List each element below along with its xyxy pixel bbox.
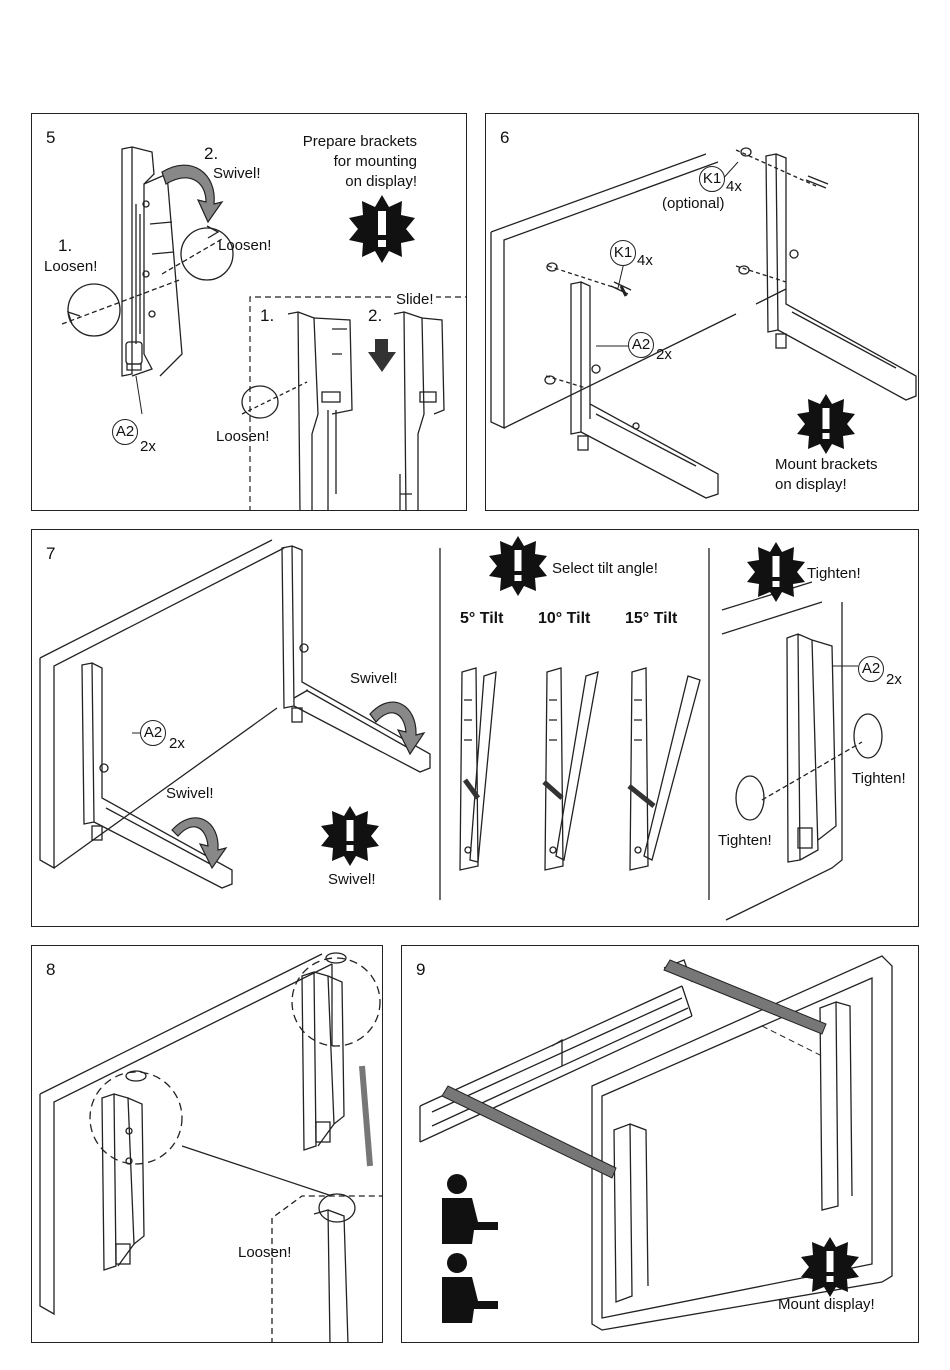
inset-loosen-label: Loosen! bbox=[216, 427, 269, 446]
tilt-5-label: 5° Tilt bbox=[460, 610, 503, 628]
warning-burst-icon bbox=[797, 394, 855, 454]
k1-top-qty: 4x bbox=[726, 178, 742, 195]
a2-right-qty: 2x bbox=[886, 671, 902, 688]
mount-display-illustration bbox=[402, 946, 919, 1343]
note-line-2: for mounting bbox=[334, 152, 417, 171]
tilt-15-label: 15° Tilt bbox=[625, 610, 677, 628]
warning-burst-icon bbox=[321, 806, 379, 866]
swivel-label: Swivel! bbox=[213, 164, 261, 183]
tighten-title-label: Tighten! bbox=[807, 564, 861, 583]
part-tag-a2-right: A2 bbox=[858, 656, 884, 682]
note-line-1: Mount brackets bbox=[775, 455, 878, 474]
inset-step-2: 2. bbox=[368, 306, 382, 325]
panel-step-8: 8 Loosen! bbox=[31, 945, 383, 1343]
swivel-note-label: Swivel! bbox=[328, 870, 376, 889]
a2-qty: 2x bbox=[656, 346, 672, 363]
note-line-3: on display! bbox=[345, 172, 417, 191]
panel-step-7: 7 bbox=[31, 529, 919, 927]
loosen-right-label: Loosen! bbox=[218, 236, 271, 255]
part-qty: 2x bbox=[140, 438, 156, 455]
panel-step-6: 6 bbox=[485, 113, 919, 511]
k1-qty: 4x bbox=[637, 252, 653, 269]
inset-step-1: 1. bbox=[260, 306, 274, 325]
panel-step-5: 5 bbox=[31, 113, 467, 511]
panel-step-9: 9 Mount bbox=[401, 945, 919, 1343]
person-icon bbox=[442, 1253, 498, 1323]
note-line-1: Prepare brackets bbox=[303, 132, 417, 151]
inset-title: Slide! bbox=[394, 290, 436, 309]
part-tag-k1: K1 bbox=[610, 240, 636, 266]
part-tag-k1-top: K1 bbox=[699, 166, 725, 192]
part-tag-a2: A2 bbox=[140, 720, 166, 746]
step-2-number: 2. bbox=[204, 144, 218, 163]
loosen-screws-illustration bbox=[32, 946, 383, 1343]
select-tilt-label: Select tilt angle! bbox=[552, 559, 658, 578]
part-tag-a2: A2 bbox=[628, 332, 654, 358]
person-icon bbox=[442, 1174, 498, 1244]
step-1-number: 1. bbox=[58, 236, 72, 255]
tighten-left-label: Tighten! bbox=[718, 831, 772, 850]
part-tag-a2: A2 bbox=[112, 419, 138, 445]
note-line-2: on display! bbox=[775, 475, 847, 494]
warning-burst-icon bbox=[747, 542, 805, 602]
a2-qty: 2x bbox=[169, 735, 185, 752]
swivel-left-label: Swivel! bbox=[166, 784, 214, 803]
warning-burst-icon bbox=[349, 195, 415, 263]
optional-label: (optional) bbox=[662, 194, 725, 213]
tilt-10-label: 10° Tilt bbox=[538, 610, 590, 628]
loosen-label: Loosen! bbox=[238, 1243, 291, 1262]
warning-burst-icon bbox=[489, 536, 547, 596]
tighten-right-label: Tighten! bbox=[852, 769, 906, 788]
loosen-left-label: Loosen! bbox=[44, 257, 97, 276]
mount-display-label: Mount display! bbox=[778, 1295, 875, 1314]
swivel-right-label: Swivel! bbox=[350, 669, 398, 688]
